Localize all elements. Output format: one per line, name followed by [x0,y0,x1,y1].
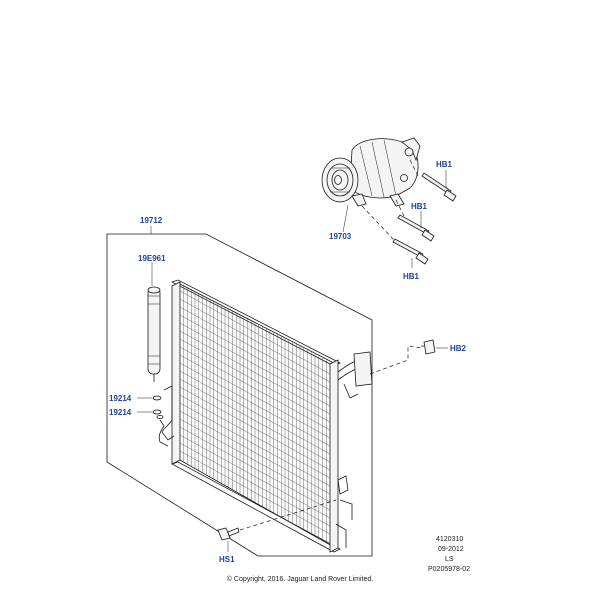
condenser-tube [179,426,331,511]
guide-line [395,199,405,217]
leader-line [342,204,349,233]
bolt-hs1[interactable] [217,527,240,541]
condenser-tube [179,290,331,375]
compressor-assembly[interactable] [321,137,421,207]
condenser-tube [179,362,331,447]
condenser-tube [179,306,331,391]
drawing-date: 09-2012 [438,546,464,553]
condenser-fins [179,284,331,544]
callout-bolt-right[interactable]: HB2 [450,344,467,353]
condenser-tube [179,402,331,487]
condenser-tube [179,434,331,519]
condenser-tube [179,330,331,415]
condenser-pipes[interactable] [335,351,373,548]
copyright-notice: © Copyright, 2016. Jaguar Land Rover Lim… [227,575,373,583]
condenser-tube [179,338,331,423]
condenser-tube [179,394,331,479]
condenser-tube [179,450,331,535]
condenser-tube [179,386,331,471]
o-ring-upper[interactable] [152,395,162,401]
condenser-tube [179,354,331,439]
condenser-tube [179,418,331,503]
callout-o-ring-upper[interactable]: 19214 [109,394,132,403]
callout-o-ring-lower[interactable]: 19214 [109,408,132,417]
condenser-tube [179,298,331,383]
callout-condenser[interactable]: 19712 [140,216,163,225]
callout-bolt-bottom[interactable]: HS1 [219,555,235,564]
guide-line [409,159,419,177]
condenser-core[interactable] [170,279,341,553]
guide-line [239,499,337,531]
condenser-tube [179,410,331,495]
bolt-hb1-lower[interactable] [392,238,429,265]
fitting-hb2[interactable] [421,339,436,355]
condenser-tube [179,370,331,455]
guide-line [361,205,395,241]
guide-line [369,345,423,375]
condenser-tube [179,346,331,431]
drier-pipe[interactable] [158,385,175,447]
callout-bolt-lower[interactable]: HB1 [403,272,420,281]
drawing-code: 4120310 [436,536,463,543]
bolt-hb1-upper[interactable] [421,172,457,202]
condenser-tube [179,314,331,399]
condenser-tube [179,322,331,407]
callout-compressor[interactable]: 19703 [329,232,352,241]
receiver-drier[interactable] [147,286,161,382]
condenser-tube [179,442,331,527]
drawing-initials: LS [445,556,454,563]
o-ring-lower[interactable] [152,409,164,419]
condenser-tube [179,378,331,463]
callout-bolt-middle[interactable]: HB1 [411,202,428,211]
drawing-reference: P0205978-02 [428,566,470,573]
condenser-group-outline [106,233,373,557]
callout-bolt-upper[interactable]: HB1 [436,160,453,169]
callout-receiver-drier[interactable]: 19E961 [138,254,166,263]
bolt-hb1-middle[interactable] [397,214,435,242]
